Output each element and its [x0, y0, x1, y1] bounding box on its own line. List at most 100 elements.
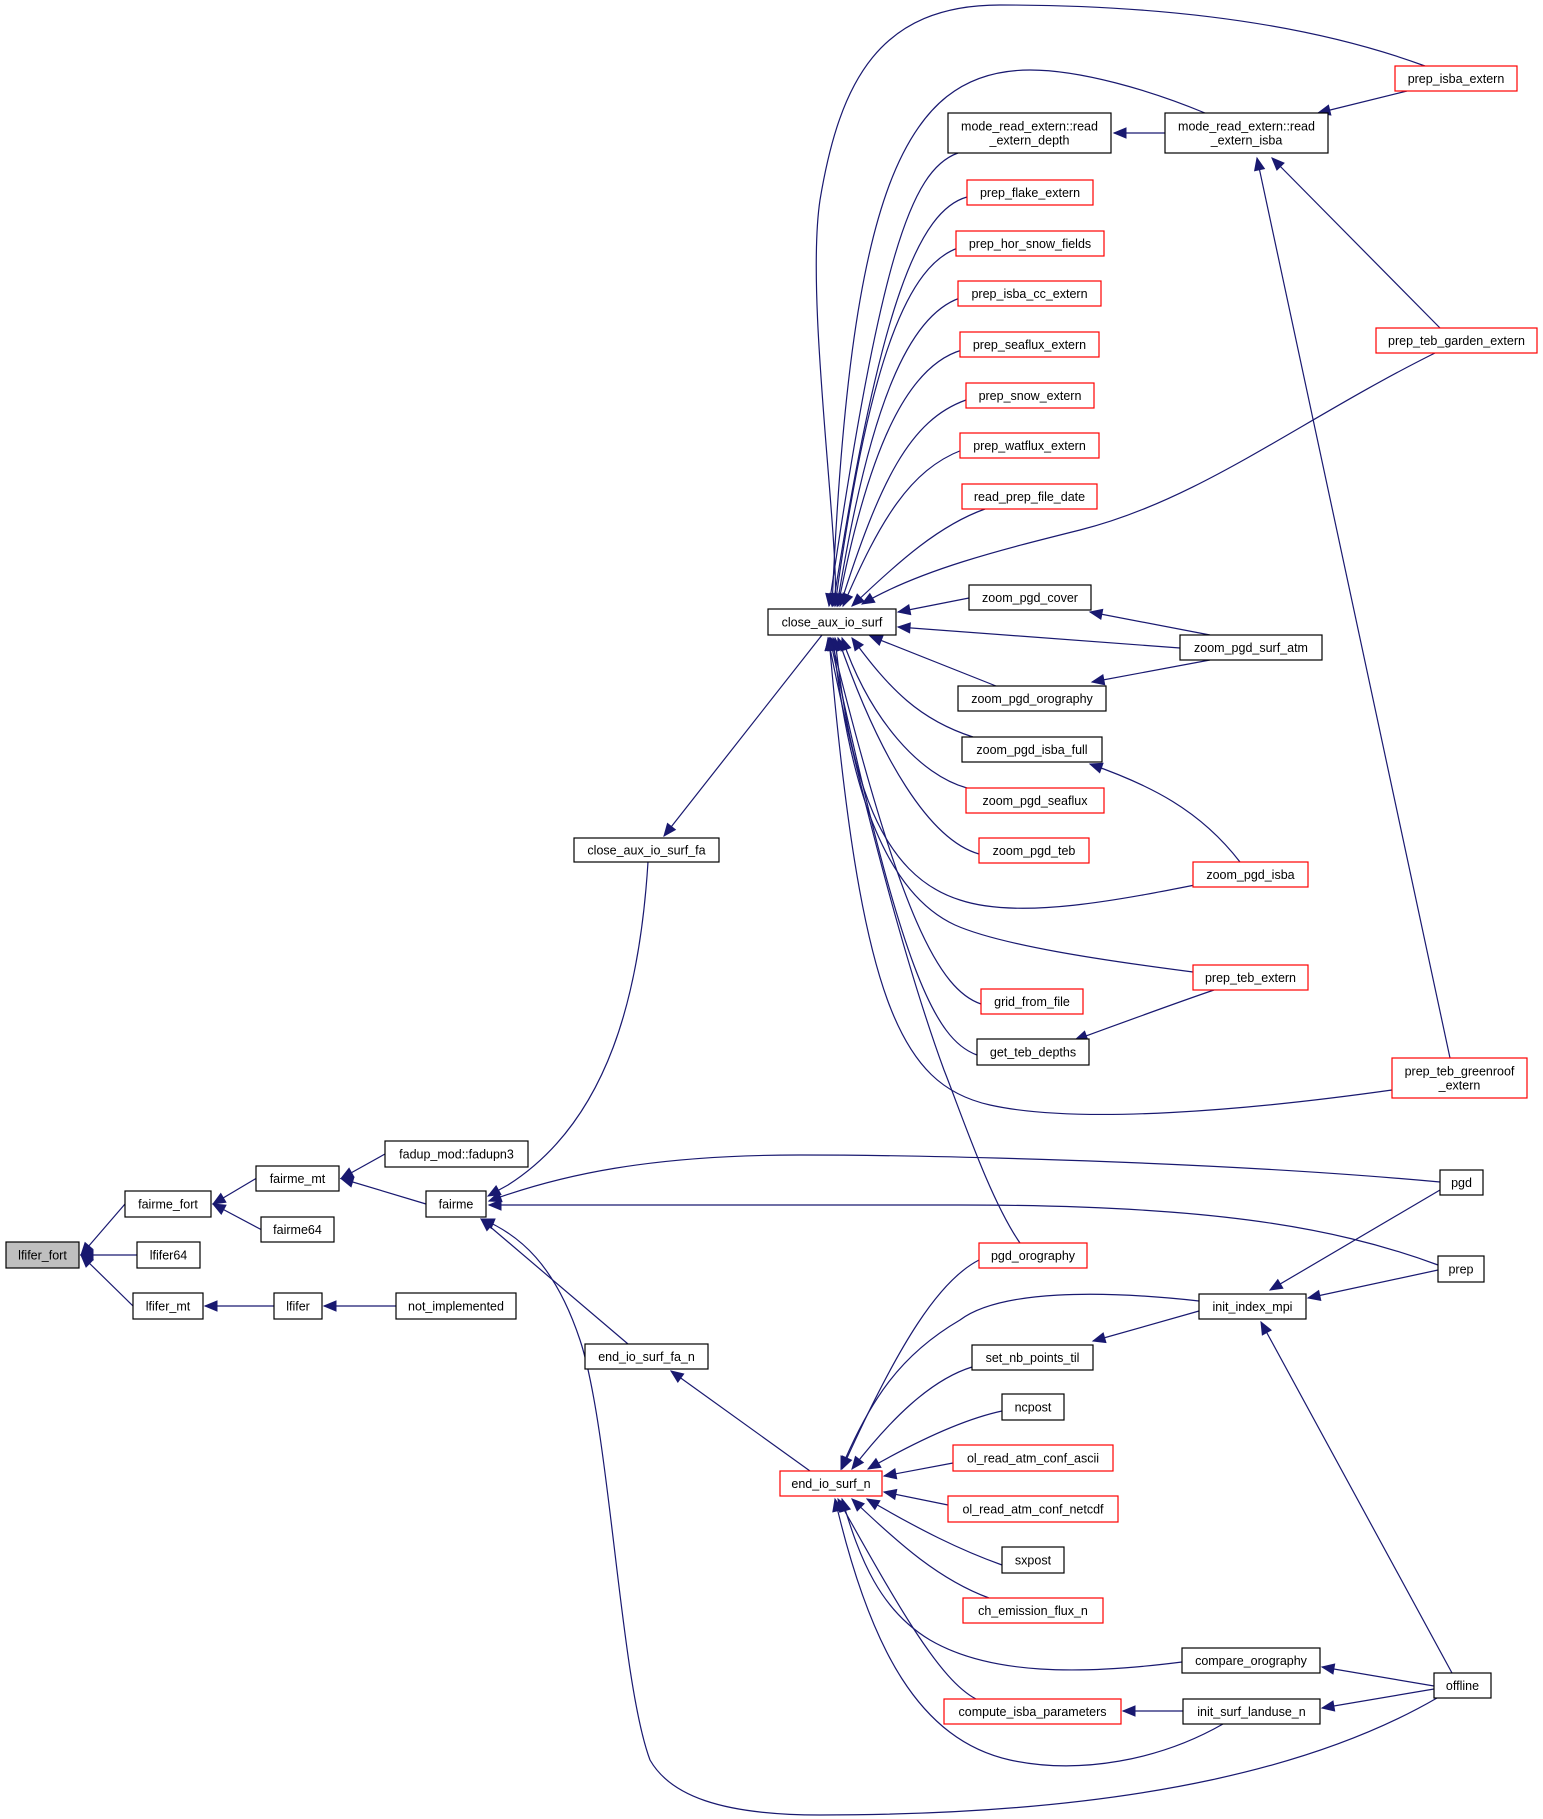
node-lfifer-mt[interactable]: lfifer_mt — [132, 1292, 204, 1320]
node-prep-hor-snow-fields[interactable]: prep_hor_snow_fields — [955, 230, 1105, 257]
node-prep[interactable]: prep — [1437, 1255, 1485, 1283]
node-grid-from-file[interactable]: grid_from_file — [980, 988, 1084, 1015]
node-box[interactable] — [955, 230, 1105, 257]
node-box[interactable] — [961, 736, 1103, 763]
node-ol-read-atm-conf-ascii[interactable]: ol_read_atm_conf_ascii — [952, 1444, 1114, 1472]
node-zoom-pgd-cover[interactable]: zoom_pgd_cover — [968, 584, 1092, 611]
node-box[interactable] — [779, 1470, 883, 1497]
node-box[interactable] — [980, 988, 1084, 1015]
node-box[interactable] — [132, 1292, 204, 1320]
node-prep-isba-cc-extern[interactable]: prep_isba_cc_extern — [957, 280, 1102, 307]
node-box[interactable] — [971, 1344, 1094, 1371]
node-sxpost[interactable]: sxpost — [1001, 1546, 1065, 1574]
node-set-nb-points-til[interactable]: set_nb_points_til — [971, 1344, 1094, 1371]
node-box[interactable] — [1439, 1169, 1484, 1196]
node-box[interactable] — [943, 1698, 1122, 1725]
node-lfifer-fort[interactable]: lfifer_fort — [5, 1241, 80, 1269]
node-close-aux-io-surf-fa[interactable]: close_aux_io_surf_fa — [573, 837, 720, 863]
node-lfifer64[interactable]: lfifer64 — [136, 1241, 201, 1269]
node-fairme-fort[interactable]: fairme_fort — [124, 1190, 212, 1218]
node-box[interactable] — [957, 280, 1102, 307]
node-box[interactable] — [947, 1495, 1119, 1523]
node-zoom-pgd-teb[interactable]: zoom_pgd_teb — [978, 837, 1090, 864]
node-ch-emission-flux-n[interactable]: ch_emission_flux_n — [962, 1597, 1104, 1624]
node-box[interactable] — [957, 685, 1107, 712]
node-box[interactable] — [1391, 1057, 1528, 1099]
node-box[interactable] — [1179, 634, 1323, 661]
node-box[interactable] — [965, 382, 1095, 409]
node-box[interactable] — [962, 1597, 1104, 1624]
node-prep-teb-extern[interactable]: prep_teb_extern — [1192, 964, 1309, 991]
node-zoom-pgd-surf-atm[interactable]: zoom_pgd_surf_atm — [1179, 634, 1323, 661]
node-box[interactable] — [959, 331, 1100, 358]
node-read-prep-file-date[interactable]: read_prep_file_date — [961, 483, 1098, 510]
node-close-aux-io-surf[interactable]: close_aux_io_surf — [767, 608, 897, 636]
node-box[interactable] — [5, 1241, 80, 1269]
node-box[interactable] — [968, 584, 1092, 611]
node-prep-watflux-extern[interactable]: prep_watflux_extern — [959, 432, 1100, 459]
node-fadupn3[interactable]: fadup_mod::fadupn3 — [384, 1140, 529, 1168]
node-box[interactable] — [1394, 65, 1518, 92]
node-box[interactable] — [1192, 964, 1309, 991]
node-compare-orography[interactable]: compare_orography — [1181, 1647, 1321, 1674]
node-box[interactable] — [384, 1140, 529, 1168]
node-zoom-pgd-isba-full[interactable]: zoom_pgd_isba_full — [961, 736, 1103, 763]
node-zoom-pgd-isba[interactable]: zoom_pgd_isba — [1192, 861, 1309, 888]
node-ol-read-atm-conf-netcdf[interactable]: ol_read_atm_conf_netcdf — [947, 1495, 1119, 1523]
node-prep-isba-extern[interactable]: prep_isba_extern — [1394, 65, 1518, 92]
node-prep-snow-extern[interactable]: prep_snow_extern — [965, 382, 1095, 409]
node-zoom-pgd-seaflux[interactable]: zoom_pgd_seaflux — [965, 787, 1105, 814]
node-box[interactable] — [573, 837, 720, 863]
node-end-io-surf-n[interactable]: end_io_surf_n — [779, 1470, 883, 1497]
node-box[interactable] — [952, 1444, 1114, 1472]
node-prep-flake-extern[interactable]: prep_flake_extern — [966, 179, 1094, 206]
node-offline[interactable]: offline — [1433, 1672, 1492, 1699]
node-box[interactable] — [1181, 1647, 1321, 1674]
node-box[interactable] — [978, 1242, 1088, 1269]
node-box[interactable] — [1001, 1393, 1065, 1421]
node-box[interactable] — [1001, 1546, 1065, 1574]
node-not-implemented[interactable]: not_implemented — [395, 1292, 517, 1320]
node-box[interactable] — [1164, 112, 1329, 154]
node-prep-seaflux-extern[interactable]: prep_seaflux_extern — [959, 331, 1100, 358]
node-end-io-surf-fa-n[interactable]: end_io_surf_fa_n — [584, 1343, 709, 1370]
node-prep-teb-greenroof-extern[interactable]: prep_teb_greenroof_extern — [1391, 1057, 1528, 1099]
node-box[interactable] — [273, 1292, 323, 1320]
node-box[interactable] — [978, 837, 1090, 864]
node-box[interactable] — [767, 608, 897, 636]
node-compute-isba-parameters[interactable]: compute_isba_parameters — [943, 1698, 1122, 1725]
node-box[interactable] — [1437, 1255, 1485, 1283]
node-lfifer[interactable]: lfifer — [273, 1292, 323, 1320]
node-prep-teb-garden-extern[interactable]: prep_teb_garden_extern — [1375, 327, 1538, 354]
node-box[interactable] — [136, 1241, 201, 1269]
node-fairme64[interactable]: fairme64 — [260, 1216, 335, 1243]
node-box[interactable] — [124, 1190, 212, 1218]
node-fairme-mt[interactable]: fairme_mt — [255, 1165, 340, 1192]
node-fairme[interactable]: fairme — [425, 1190, 487, 1218]
node-pgd-orography[interactable]: pgd_orography — [978, 1242, 1088, 1269]
node-box[interactable] — [1433, 1672, 1492, 1699]
node-box[interactable] — [425, 1190, 487, 1218]
node-read-extern-isba[interactable]: mode_read_extern::read_extern_isba — [1164, 112, 1329, 154]
node-init-surf-landuse-n[interactable]: init_surf_landuse_n — [1182, 1698, 1321, 1725]
node-box[interactable] — [1182, 1698, 1321, 1725]
node-box[interactable] — [965, 787, 1105, 814]
node-box[interactable] — [947, 112, 1112, 154]
node-box[interactable] — [959, 432, 1100, 459]
node-box[interactable] — [255, 1165, 340, 1192]
node-zoom-pgd-orography[interactable]: zoom_pgd_orography — [957, 685, 1107, 712]
node-box[interactable] — [1192, 861, 1309, 888]
node-box[interactable] — [961, 483, 1098, 510]
node-box[interactable] — [395, 1292, 517, 1320]
node-ncpost[interactable]: ncpost — [1001, 1393, 1065, 1421]
node-box[interactable] — [1375, 327, 1538, 354]
node-get-teb-depths[interactable]: get_teb_depths — [976, 1038, 1090, 1066]
node-box[interactable] — [966, 179, 1094, 206]
node-read-extern-depth[interactable]: mode_read_extern::read_extern_depth — [947, 112, 1112, 154]
node-init-index-mpi[interactable]: init_index_mpi — [1198, 1293, 1307, 1320]
node-box[interactable] — [584, 1343, 709, 1370]
node-box[interactable] — [1198, 1293, 1307, 1320]
node-box[interactable] — [976, 1038, 1090, 1066]
node-pgd[interactable]: pgd — [1439, 1169, 1484, 1196]
node-box[interactable] — [260, 1216, 335, 1243]
